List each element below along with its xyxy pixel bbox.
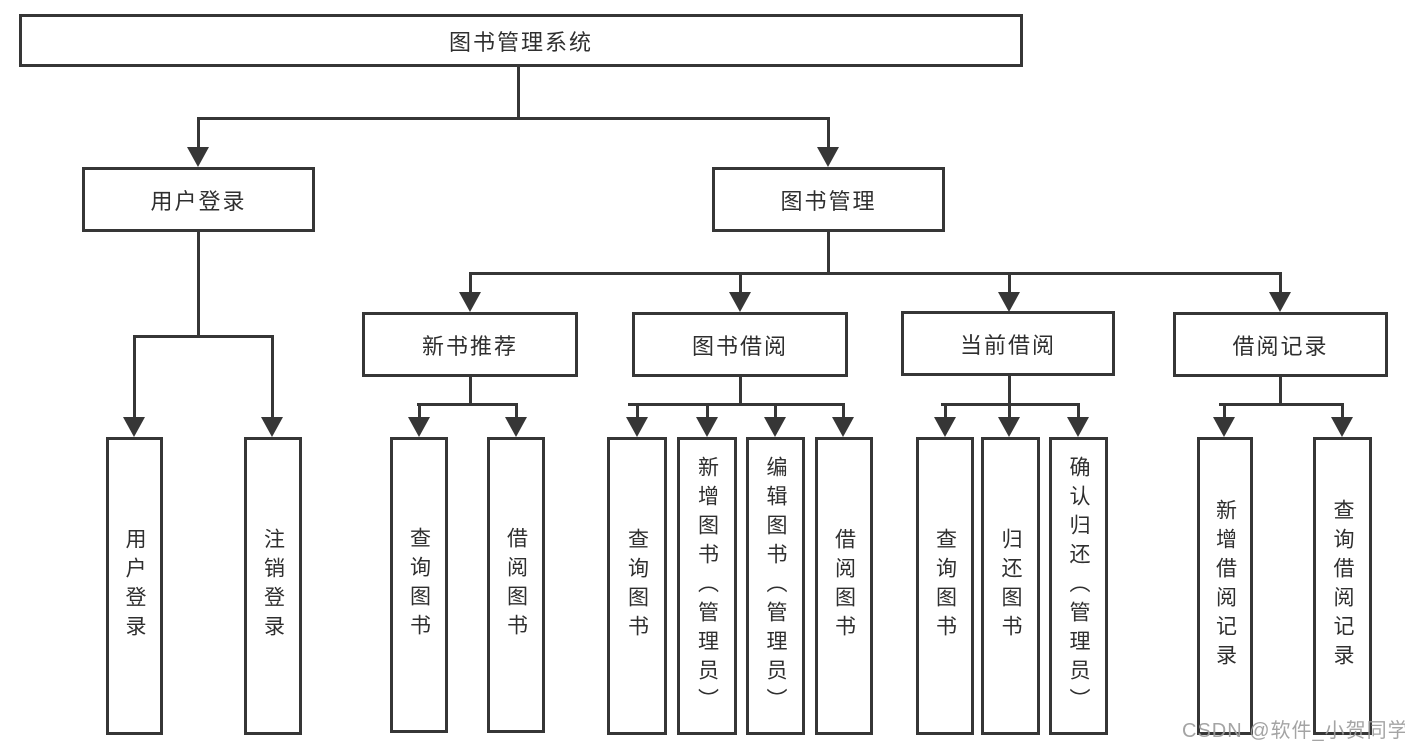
arrowhead-borrow-add — [696, 417, 718, 437]
edge-to-current-query — [944, 403, 947, 421]
arrowhead-current-borrow — [998, 292, 1020, 312]
csdn-watermark: CSDN @软件_小贺同学 — [1182, 720, 1405, 742]
arrowhead-leaf-logout — [261, 417, 283, 437]
leaf-recommend-query-books: 查询图书 — [390, 437, 448, 733]
edge-to-user-login — [197, 117, 200, 151]
arrowhead-user-login — [187, 147, 209, 167]
arrowhead-book-borrow — [729, 292, 751, 312]
leaf-records-add-record: 新增借阅记录 — [1197, 437, 1253, 735]
leaf-current-confirm-return-admin-label: 确认归还（管理员） — [1067, 455, 1090, 717]
leaf-logout-label: 注销登录 — [261, 528, 285, 644]
edge-root-bus — [197, 117, 830, 120]
edge-records-bus — [1219, 403, 1344, 406]
leaf-borrow-borrow-books-label: 借阅图书 — [832, 528, 856, 644]
node-library-system-label: 图书管理系统 — [448, 29, 593, 55]
arrowhead-new-book — [459, 292, 481, 312]
edge-recommend-bus — [417, 403, 518, 406]
edge-recommend-stem — [469, 377, 472, 406]
edge-book-mgmt-stem — [827, 232, 830, 275]
leaf-borrow-add-books-admin-label: 新增图书（管理员） — [695, 455, 719, 717]
edge-to-borrow-edit — [774, 403, 777, 421]
arrowhead-borrow-borrow — [832, 417, 854, 437]
edge-to-borrow-borrow — [842, 403, 845, 421]
node-new-book-recommend: 新书推荐 — [362, 312, 578, 377]
edge-to-leaf-login — [133, 335, 136, 421]
node-user-login-label: 用户登录 — [150, 188, 247, 214]
leaf-recommend-borrow-books: 借阅图书 — [487, 437, 545, 733]
node-user-login: 用户登录 — [82, 167, 315, 232]
node-current-borrow-label: 当前借阅 — [959, 332, 1056, 358]
arrowhead-records-query — [1331, 417, 1353, 437]
edge-to-current-confirm — [1077, 403, 1080, 421]
leaf-borrow-edit-books-admin-label: 编辑图书（管理员） — [764, 455, 787, 717]
arrowhead-borrow-query — [626, 417, 648, 437]
arrowhead-borrow-edit — [764, 417, 786, 437]
node-new-book-recommend-label: 新书推荐 — [421, 333, 518, 359]
node-book-management-label: 图书管理 — [780, 188, 877, 214]
leaf-borrow-add-books-admin: 新增图书（管理员） — [677, 437, 737, 735]
leaf-records-add-record-label: 新增借阅记录 — [1213, 499, 1237, 673]
edge-borrow-bus — [628, 403, 844, 406]
arrowhead-current-return — [998, 417, 1020, 437]
leaf-logout: 注销登录 — [244, 437, 302, 735]
edge-records-stem — [1279, 377, 1282, 406]
arrowhead-current-confirm — [1067, 417, 1089, 437]
leaf-borrow-borrow-books: 借阅图书 — [815, 437, 873, 735]
edge-current-stem — [1008, 376, 1011, 406]
leaf-current-query-books-label: 查询图书 — [933, 528, 957, 644]
arrowhead-borrow-records — [1269, 292, 1291, 312]
leaf-borrow-edit-books-admin: 编辑图书（管理员） — [746, 437, 805, 735]
leaf-current-return-books-label: 归还图书 — [999, 528, 1022, 644]
arrowhead-records-add — [1213, 417, 1235, 437]
arrowhead-recommend-borrow — [505, 417, 527, 437]
arrowhead-recommend-query — [408, 417, 430, 437]
leaf-current-return-books: 归还图书 — [981, 437, 1040, 735]
leaf-current-query-books: 查询图书 — [916, 437, 974, 735]
edge-root-stem — [517, 65, 520, 120]
edge-book-mgmt-bus — [469, 272, 1282, 275]
node-current-borrow: 当前借阅 — [901, 311, 1115, 376]
edge-to-borrow-query — [636, 403, 639, 421]
edge-to-borrow-add — [706, 403, 709, 421]
edge-to-records-query — [1341, 403, 1344, 421]
leaf-recommend-query-books-label: 查询图书 — [407, 527, 431, 643]
edge-to-leaf-logout — [271, 335, 274, 421]
arrowhead-book-management — [817, 147, 839, 167]
leaf-borrow-query-books: 查询图书 — [607, 437, 667, 735]
edge-to-book-management — [827, 117, 830, 151]
node-book-borrow-label: 图书借阅 — [691, 333, 788, 359]
leaf-records-query-record-label: 查询借阅记录 — [1331, 499, 1354, 673]
node-borrow-records: 借阅记录 — [1173, 312, 1388, 377]
edge-to-recommend-query — [418, 403, 421, 421]
edge-to-current-return — [1008, 403, 1011, 421]
leaf-recommend-borrow-books-label: 借阅图书 — [504, 527, 528, 643]
node-borrow-records-label: 借阅记录 — [1232, 333, 1329, 359]
edge-to-book-borrow — [739, 272, 742, 296]
edge-to-current-borrow — [1008, 272, 1011, 296]
edge-user-login-stem — [197, 232, 200, 338]
leaf-current-confirm-return-admin: 确认归还（管理员） — [1049, 437, 1108, 735]
leaf-user-login-label: 用户登录 — [123, 528, 146, 644]
node-book-management: 图书管理 — [712, 167, 945, 232]
edge-to-records-add — [1223, 403, 1226, 421]
arrowhead-current-query — [934, 417, 956, 437]
edge-borrow-stem — [739, 377, 742, 406]
node-book-borrow: 图书借阅 — [632, 312, 848, 377]
edge-user-login-bus — [133, 335, 274, 338]
leaf-borrow-query-books-label: 查询图书 — [625, 528, 649, 644]
arrowhead-leaf-login — [123, 417, 145, 437]
node-library-system: 图书管理系统 — [19, 14, 1023, 67]
leaf-user-login: 用户登录 — [106, 437, 163, 735]
leaf-records-query-record: 查询借阅记录 — [1313, 437, 1372, 735]
edge-to-new-book — [469, 272, 472, 296]
edge-to-borrow-records — [1279, 272, 1282, 296]
edge-to-recommend-borrow — [515, 403, 518, 421]
